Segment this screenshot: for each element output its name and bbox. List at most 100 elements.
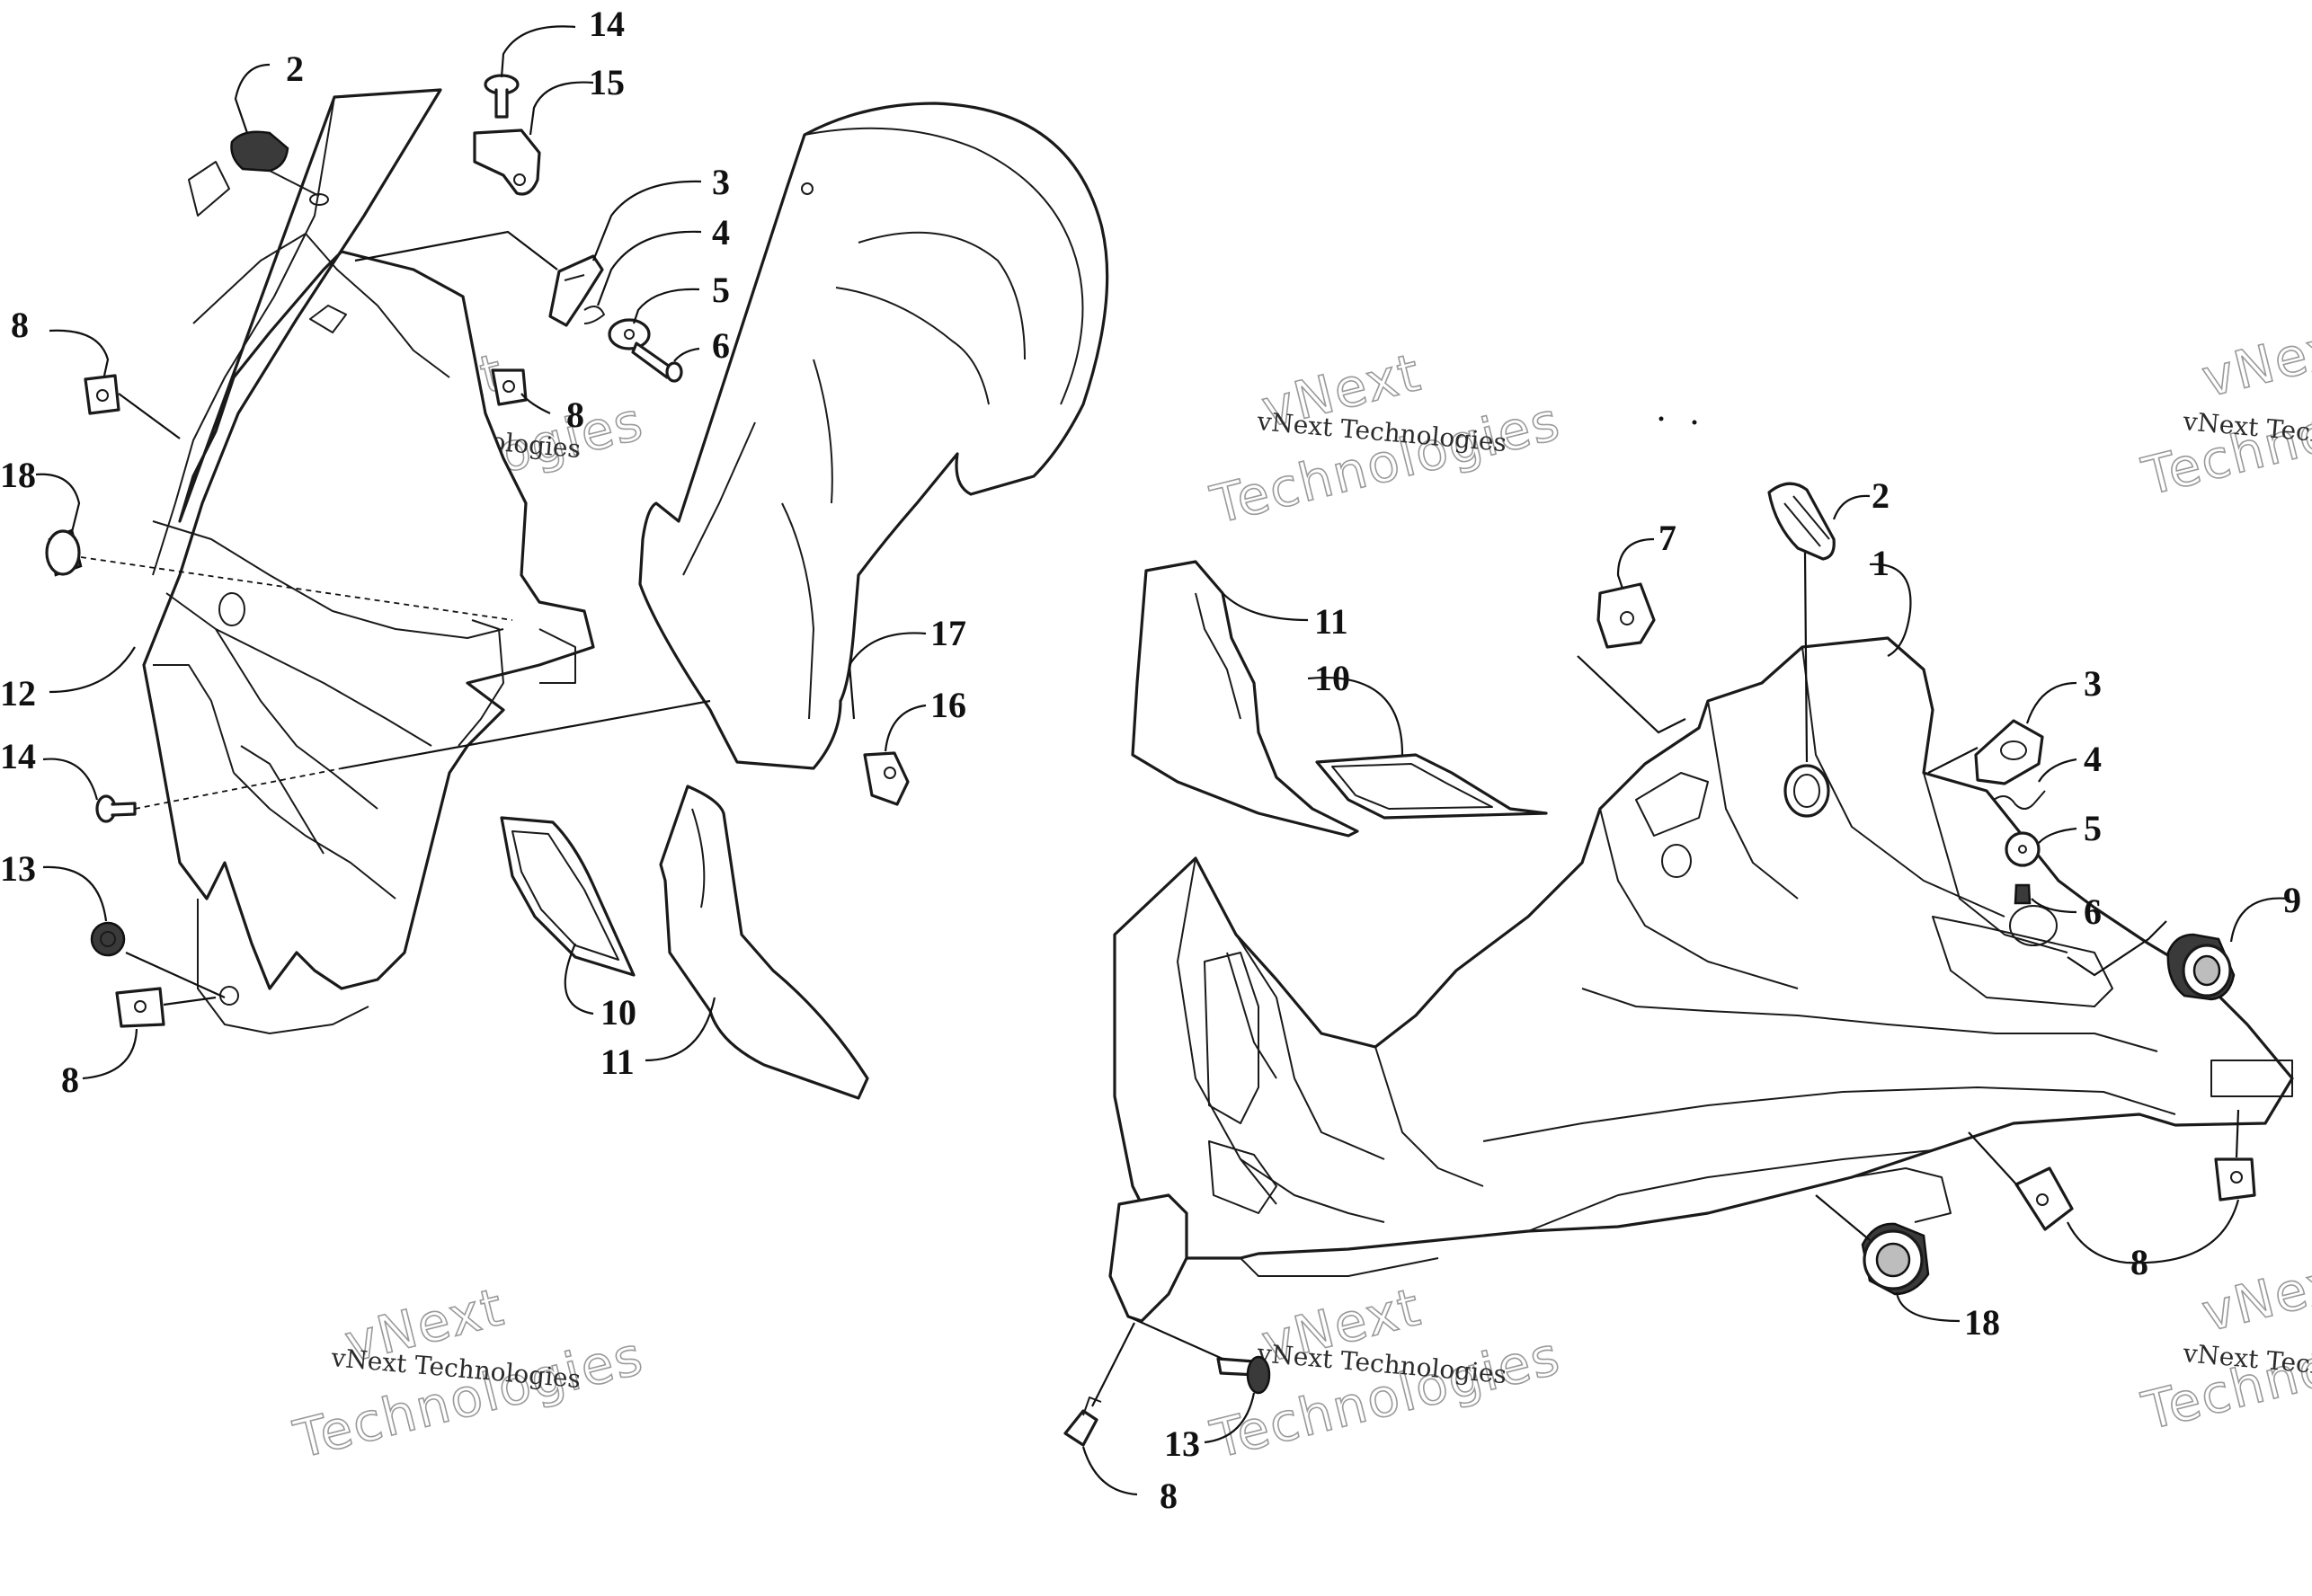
part-10-pad-right [1315, 753, 1548, 820]
leader-2 [234, 63, 271, 134]
leader-8c [82, 1028, 138, 1080]
stray-dot [1692, 420, 1697, 425]
leader-8-link [1968, 1131, 2019, 1187]
part-4-spring [583, 306, 605, 324]
leader-8a [49, 329, 110, 377]
callout-right-18: 18 [1964, 1302, 2000, 1343]
callout-left-17: 17 [930, 613, 966, 653]
callout-right-13: 13 [1164, 1423, 1200, 1464]
leader-6r [2031, 898, 2077, 914]
callout-left-2: 2 [286, 49, 304, 89]
part-11-deflector [659, 785, 869, 1100]
callout-left-11: 11 [600, 1042, 635, 1082]
leader-11r [1222, 592, 1309, 622]
part-3-clip-right [1974, 719, 2044, 785]
part-13-push-nut [90, 921, 126, 957]
leader-9 [2229, 897, 2289, 943]
part-1-hood [1113, 636, 2294, 1277]
leader-assy-top [354, 230, 558, 270]
part-13-push-pin [1216, 1355, 1271, 1395]
leader-3-link [1927, 747, 1979, 774]
callout-left-14b: 14 [0, 736, 36, 776]
leader-8a-panel [118, 393, 181, 439]
leader-7-link [1577, 655, 1686, 734]
part-10-pad [500, 816, 636, 977]
callout-left-8c: 8 [61, 1060, 79, 1100]
callout-left-12: 12 [0, 673, 36, 714]
leader-8rb [1081, 1446, 1138, 1496]
part-18-grommet-right [1861, 1222, 1930, 1296]
part-2-knob [1767, 482, 1836, 561]
callout-right-11: 11 [1314, 601, 1348, 642]
leader-6 [673, 347, 700, 362]
leader-9-link [2067, 920, 2167, 977]
leader-11 [645, 997, 716, 1062]
part-14-screw-lower [95, 794, 137, 823]
callout-right-1: 1 [1872, 543, 1890, 583]
part-8-clip-a [84, 374, 120, 415]
callout-left-18: 18 [0, 455, 36, 495]
leader-4 [596, 230, 702, 306]
leader-18 [35, 473, 81, 533]
callout-right-8b: 8 [1160, 1476, 1178, 1516]
callout-right-6: 6 [2084, 891, 2102, 932]
leader-8b-link [2235, 1109, 2240, 1158]
watermark-line1: vNext [2196, 1246, 2312, 1343]
callout-left-14: 14 [589, 4, 625, 44]
part-18-grommet [45, 528, 83, 577]
callout-left-5: 5 [712, 270, 730, 310]
dashed-18 [80, 556, 513, 621]
leader-14b [42, 758, 99, 801]
leader-16 [884, 704, 927, 752]
leader-7 [1616, 537, 1655, 590]
leader-2r [1832, 494, 1871, 520]
part-8-clip-right-a [2014, 1166, 2074, 1231]
leader-18-link [1815, 1194, 1871, 1241]
part-6-bolt-right [2014, 883, 2032, 905]
callout-right-4: 4 [2084, 739, 2102, 779]
leader-17 [848, 632, 927, 720]
stray-dot [1658, 416, 1664, 421]
callout-left-3: 3 [712, 162, 730, 202]
callout-right-5: 5 [2084, 808, 2102, 848]
callout-left-13: 13 [0, 848, 36, 889]
part-8-clip-c [115, 987, 165, 1028]
callout-left-15: 15 [589, 62, 625, 102]
leader-2-link [1803, 552, 1809, 763]
leader-3 [591, 180, 702, 262]
leader-8c-panel [163, 996, 217, 1006]
callout-left-16: 16 [930, 685, 966, 725]
callout-left-8b: 8 [566, 395, 584, 435]
part-16-clip [863, 751, 910, 806]
leader-13r [1204, 1392, 1256, 1444]
part-17-cover [638, 102, 1109, 770]
callout-right-8a: 8 [2130, 1242, 2148, 1282]
leader-8r [2067, 1199, 2240, 1264]
part-14-screw [484, 74, 520, 119]
leader-13-panel [125, 951, 226, 999]
leader-1 [1869, 563, 1912, 657]
part-2-knob [230, 130, 329, 206]
callout-right-10: 10 [1314, 658, 1350, 698]
leader-10 [564, 943, 594, 1015]
leader-4r [2038, 758, 2077, 783]
part-6-bolt [631, 341, 683, 383]
leader-8rb-link [1091, 1322, 1135, 1407]
part-5-washer-right [2005, 831, 2041, 867]
callout-left-10: 10 [600, 992, 636, 1033]
watermark-top-right: vNext Technologies [2136, 310, 2312, 508]
callout-right-2: 2 [1872, 475, 1890, 516]
part-hood-flap [1108, 1193, 1188, 1323]
leader-8b [520, 393, 551, 415]
watermark-line1: vNext [2196, 311, 2312, 409]
leader-5r [2038, 827, 2077, 844]
leader-3r [2025, 681, 2077, 724]
part-8-clip-right-b [2214, 1157, 2256, 1201]
part-5-washer [608, 318, 651, 350]
part-7-clip [1596, 582, 1656, 649]
part-8-plug-bottom [1063, 1396, 1102, 1447]
leader-14 [500, 25, 576, 78]
callout-right-3: 3 [2084, 663, 2102, 704]
callout-left-4: 4 [712, 212, 730, 253]
left-assembly: 2 14 15 3 4 5 6 8 8 18 12 14 13 8 17 16 … [0, 4, 1109, 1100]
